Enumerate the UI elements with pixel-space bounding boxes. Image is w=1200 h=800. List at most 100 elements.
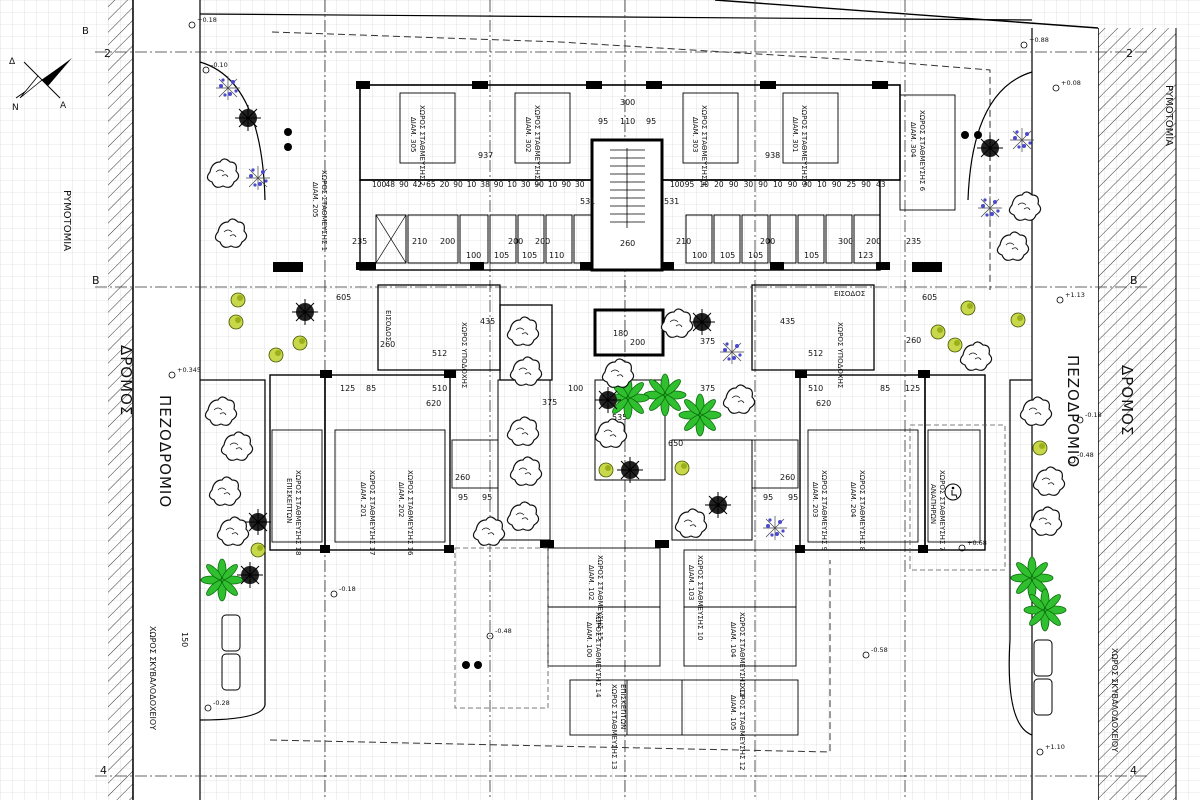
building-line-label-left: ΡΥΜΟΤΟΜΙΑ: [61, 190, 72, 251]
level-text-7: -0.28: [213, 699, 230, 707]
dim-100a: 100: [568, 384, 583, 393]
dim-top-left-1: 48: [386, 180, 396, 189]
dim-top-left-5: 20: [440, 180, 450, 189]
parking-8-name: ΧΩΡΟΣ ΣΤΑΘΜΕΥΣΗΣ 8: [858, 470, 866, 551]
axis-label-b-right: B: [1130, 274, 1138, 287]
dim-512a: 512: [432, 349, 447, 358]
dim-260b: 260: [380, 340, 395, 349]
bin-area-label-right: ΧΩΡΟΣ ΣΚΥΒΑΛΟΔΟΧΕΙΟΥ: [1110, 648, 1119, 752]
dim-375a: 375: [542, 398, 557, 407]
dim-top-left-7: 10: [467, 180, 477, 189]
dim-top-right-13: 90: [861, 180, 871, 189]
dim-105d: 105: [748, 251, 763, 260]
dim-105a: 105: [494, 251, 509, 260]
dim-200d: 200: [760, 237, 775, 246]
dim-top-left-11: 30: [521, 180, 531, 189]
level-text-4: -0.18: [1085, 411, 1102, 419]
level-marker-8: [1036, 748, 1044, 756]
dim-95b: 95: [646, 117, 656, 126]
dim-top-left-13: 10: [548, 180, 558, 189]
parking-2-name: ΧΩΡΟΣ ΣΤΑΘΜΕΥΣΗΣ 2: [418, 105, 426, 186]
dim-260a: 260: [620, 239, 635, 248]
dim-100c: 100: [692, 251, 707, 260]
dim-105e: 105: [804, 251, 819, 260]
dim-top-right-1: 95: [685, 180, 695, 189]
parking-4-sub: ΔΙΑΜ. 303: [691, 117, 699, 153]
sidewalk-label-right: ΠΕΖΟΔΡΟΜΙΟ: [1064, 355, 1082, 468]
dim-531b: 531: [664, 197, 679, 206]
level-marker-3: [1056, 296, 1064, 304]
level-text-10: -0.48: [495, 627, 512, 635]
dim-200a: 200: [440, 237, 455, 246]
parking-1-sub: ΔΙΑΜ. 205: [311, 182, 319, 218]
parking-2-sub: ΔΙΑΜ. 305: [409, 117, 417, 153]
dim-top-left-9: 90: [494, 180, 504, 189]
dim-top-left-6: 90: [453, 180, 463, 189]
dim-510b: 510: [808, 384, 823, 393]
parking-1-name: ΧΩΡΟΣ ΣΤΑΘΜΕΥΣΗΣ 1: [320, 170, 328, 251]
dim-260e: 260: [780, 473, 795, 482]
level-text-0: +0.18: [197, 16, 217, 24]
parking-15-sub: ΔΙΑΜ. 102: [587, 565, 595, 601]
parking-14-sub: ΔΙΑΜ. 100: [585, 622, 593, 658]
parking-17-sub: ΔΙΑΜ. 201: [359, 482, 367, 518]
level-marker-5: [1068, 456, 1076, 464]
dim-150: 150: [180, 632, 189, 647]
parking-7-sub: ΑΝΑΠΗΡΩΝ: [929, 484, 937, 524]
dim-620a: 620: [426, 399, 441, 408]
dim-435a: 435: [480, 317, 495, 326]
parking-4-name: ΧΩΡΟΣ ΣΤΑΘΜΕΥΣΗΣ 4: [700, 105, 708, 187]
street-label-left: ΔΡΟΜΟΣ: [117, 345, 135, 416]
dim-375b: 375: [700, 384, 715, 393]
dim-top-right-6: 90: [758, 180, 768, 189]
parking-13-sub: ΕΠΙΣΚΕΠΤΩΝ: [619, 684, 627, 729]
dim-180: 180: [613, 329, 628, 338]
dim-210b: 210: [676, 237, 691, 246]
level-marker-9: [330, 590, 338, 598]
dim-210a: 210: [412, 237, 427, 246]
parking-12-name: ΧΩΡΟΣ ΣΤΑΘΜΕΥΣΗΣ 12: [738, 685, 746, 771]
level-text-6: +0.345: [177, 366, 201, 374]
dim-531a: 531: [580, 197, 595, 206]
dim-top-left-2: 90: [399, 180, 409, 189]
wheelchair-icon: [944, 483, 962, 501]
level-text-1: -0.10: [211, 61, 228, 69]
parking-14-name: ΧΩΡΟΣ ΣΤΑΘΜΕΥΣΗΣ 14: [594, 612, 602, 698]
dim-605a: 605: [336, 293, 351, 302]
parking-15-name: ΧΩΡΟΣ ΣΤΑΘΜΕΥΣΗΣ 15: [596, 555, 604, 641]
dim-95a: 95: [598, 117, 608, 126]
level-text-8: +1.10: [1045, 743, 1065, 751]
parking-3-name: ΧΩΡΟΣ ΣΤΑΘΜΕΥΣΗΣ 3: [533, 105, 541, 186]
dim-300: 300: [620, 98, 635, 107]
dim-top-right-8: 90: [788, 180, 798, 189]
sidewalk-label-left: ΠΕΖΟΔΡΟΜΙΟ: [156, 395, 174, 508]
parking-18-sub: ΕΠΙΣΚΕΠΤΩΝ: [285, 478, 293, 523]
level-marker-10: [486, 632, 494, 640]
parking-6-sub: ΔΙΑΜ. 304: [909, 122, 917, 158]
dim-top-left-0: 100: [372, 180, 387, 189]
dim-top-right-9: 30: [802, 180, 812, 189]
dim-620b: 620: [816, 399, 831, 408]
dim-123: 123: [858, 251, 873, 260]
parking-11-sub: ΔΙΑΜ. 104: [729, 622, 737, 658]
axis-label-2-left: 2: [104, 47, 111, 60]
level-text-5: -0.48: [1077, 451, 1094, 459]
dim-110: 110: [620, 117, 635, 126]
parking-9-name: ΧΩΡΟΣ ΣΤΑΘΜΕΥΣΗΣ 9: [820, 470, 828, 551]
dim-100b: 100: [466, 251, 481, 260]
level-marker-4: [1076, 416, 1084, 424]
level-text-12: -0.58: [871, 646, 888, 654]
dim-top-right-7: 10: [773, 180, 783, 189]
dim-260d: 260: [455, 473, 470, 482]
dim-375c: 375: [700, 337, 715, 346]
parking-18-name: ΧΩΡΟΣ ΣΤΑΘΜΕΥΣΗΣ 18: [294, 470, 302, 556]
dim-top-right-12: 25: [847, 180, 857, 189]
dim-top-left-14: 90: [562, 180, 572, 189]
dim-95e: 95: [763, 493, 773, 502]
parking-9-sub: ΔΙΑΜ. 203: [811, 482, 819, 518]
dim-top-right-5: 30: [744, 180, 754, 189]
dim-95c: 95: [458, 493, 468, 502]
parking-10-sub: ΔΙΑΜ. 103: [687, 565, 695, 601]
